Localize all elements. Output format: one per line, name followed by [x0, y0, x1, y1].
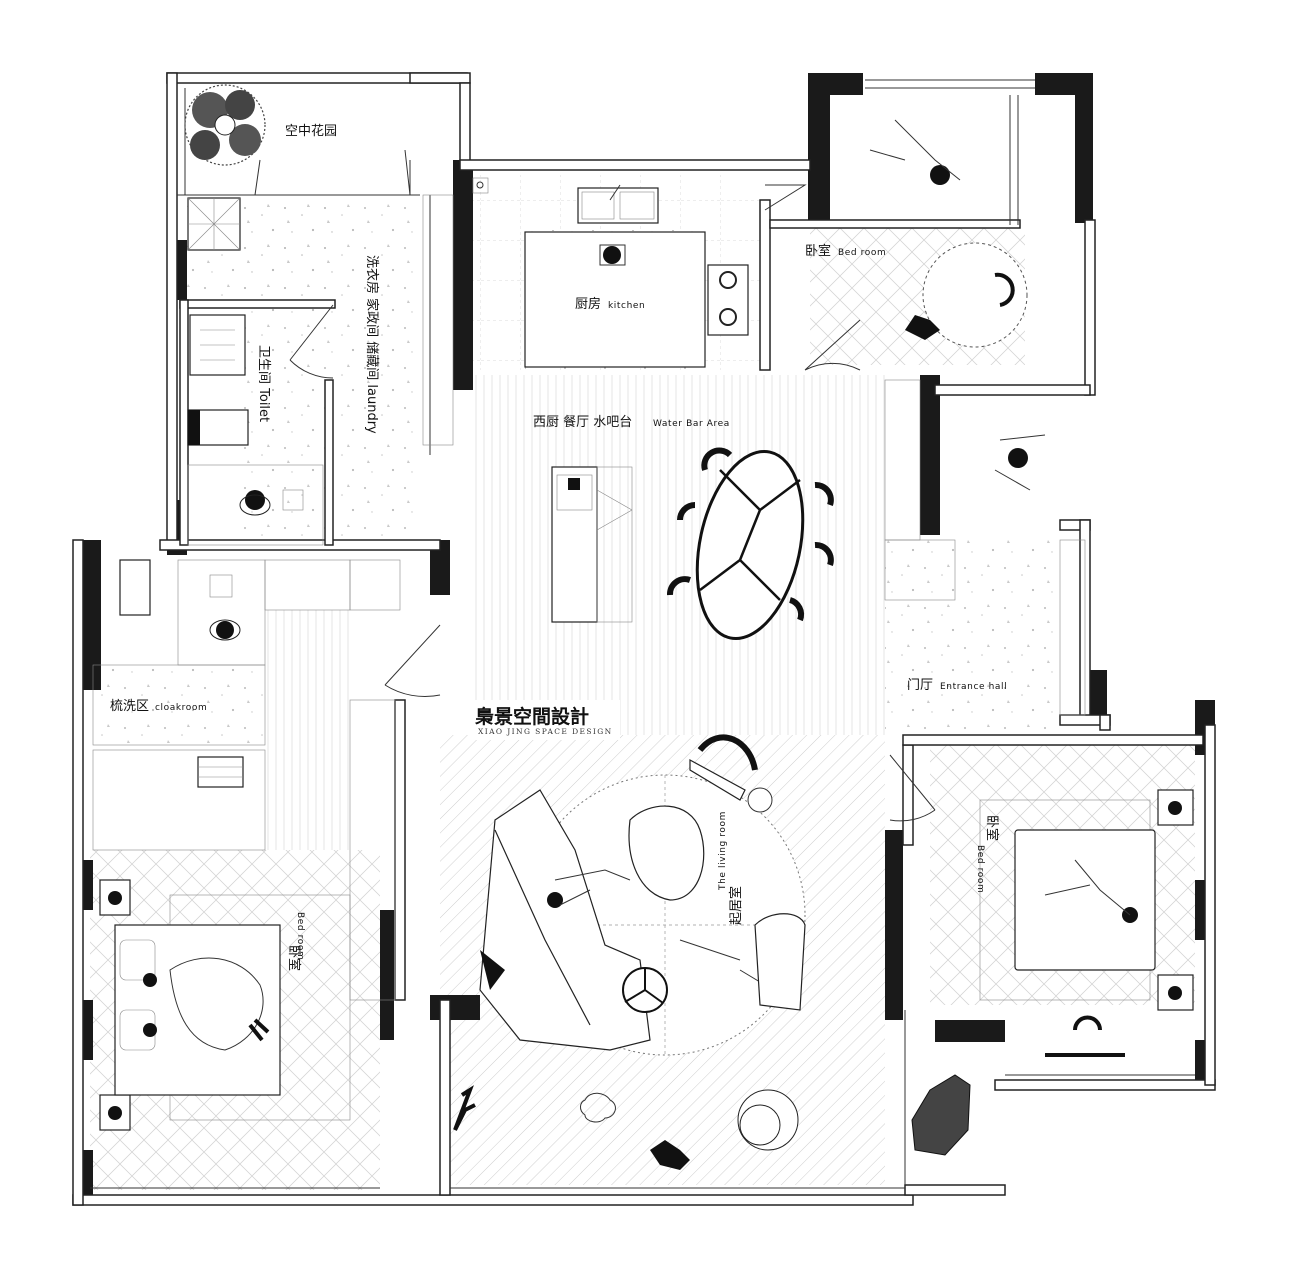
- chair-icon: [994, 272, 1015, 307]
- person-icon: [869, 119, 961, 185]
- label-bedroom-w-cn: 卧室: [286, 945, 302, 971]
- label-bedroom-e-cn: 卧室: [984, 815, 1000, 841]
- person-icon: [599, 244, 626, 266]
- label-bedroom-w-en: Bed room: [295, 912, 305, 960]
- label-dining: 西厨 餐厅 水吧台: [533, 414, 632, 430]
- dog-icon: [650, 1140, 690, 1170]
- person-icon: [143, 973, 270, 1042]
- brand-name-cn: 梟景空間設計: [474, 705, 589, 728]
- window-lines: [90, 79, 1195, 1189]
- bedroom-e-furniture: [911, 789, 1194, 1156]
- bedroom-w-furniture: [99, 879, 351, 1131]
- label-laundry: 洗衣房 家政间 储藏间 laundry: [364, 255, 380, 434]
- label-toilet: 卫生间 Toilet: [256, 345, 271, 422]
- person-icon: [209, 619, 241, 641]
- toilet-fixtures: [187, 314, 324, 546]
- brand-name-en: XIAO JING SPACE DESIGN: [478, 727, 613, 736]
- label-entrance-en: Entrance hall: [940, 682, 1007, 692]
- dining-furniture: [551, 447, 834, 641]
- dining-chairs: [667, 447, 834, 622]
- chair-icon: [737, 1089, 799, 1151]
- dog-icon: [905, 315, 940, 340]
- person-icon: [239, 490, 271, 516]
- bed: [114, 924, 281, 1096]
- entrance-fixtures: [884, 379, 1086, 716]
- label-living-cn: 起居室: [728, 886, 744, 925]
- label-bedroom-ne-cn: 卧室: [805, 243, 831, 259]
- label-living-en: The living room: [718, 811, 728, 891]
- cloakroom-fixtures: [92, 559, 401, 1001]
- label-dining-en: Water Bar Area: [653, 419, 730, 429]
- person-icon: [994, 434, 1046, 491]
- dining-table: [695, 449, 805, 641]
- sofa: [479, 789, 651, 1051]
- label-cloakroom-en: cloakroom: [155, 703, 207, 713]
- room-labels: 空中花园 洗衣房 家政间 储藏间 laundry 卫生间 Toilet 厨房 k…: [110, 123, 1007, 971]
- label-bedroom-e-en: Bed room: [975, 845, 985, 893]
- brand-logo: 梟景空間設計 XIAO JING SPACE DESIGN: [470, 700, 620, 740]
- laundry-fixtures: [187, 194, 454, 446]
- label-entrance-cn: 门厅: [907, 678, 933, 693]
- label-sky-garden: 空中花园: [285, 123, 337, 139]
- label-cloakroom-cn: 梳洗区: [110, 699, 149, 714]
- label-bedroom-ne-en: Bed room: [838, 248, 886, 258]
- bedroom-ne-furniture: [869, 119, 1028, 348]
- label-kitchen-cn: 厨房: [575, 296, 601, 312]
- sky-garden: [184, 84, 411, 196]
- kitchen-fixtures: [472, 177, 749, 368]
- ottoman: [622, 967, 668, 1013]
- chair-icon: [1073, 1015, 1102, 1031]
- tree-icon: [184, 84, 266, 166]
- label-kitchen-en: kitchen: [608, 301, 645, 311]
- armchair: [689, 734, 773, 813]
- coffee-table: [628, 805, 705, 901]
- rug-icon: [911, 1074, 971, 1156]
- person-icon: [1044, 859, 1138, 923]
- doors: [289, 160, 936, 822]
- living-furniture: [453, 734, 806, 1170]
